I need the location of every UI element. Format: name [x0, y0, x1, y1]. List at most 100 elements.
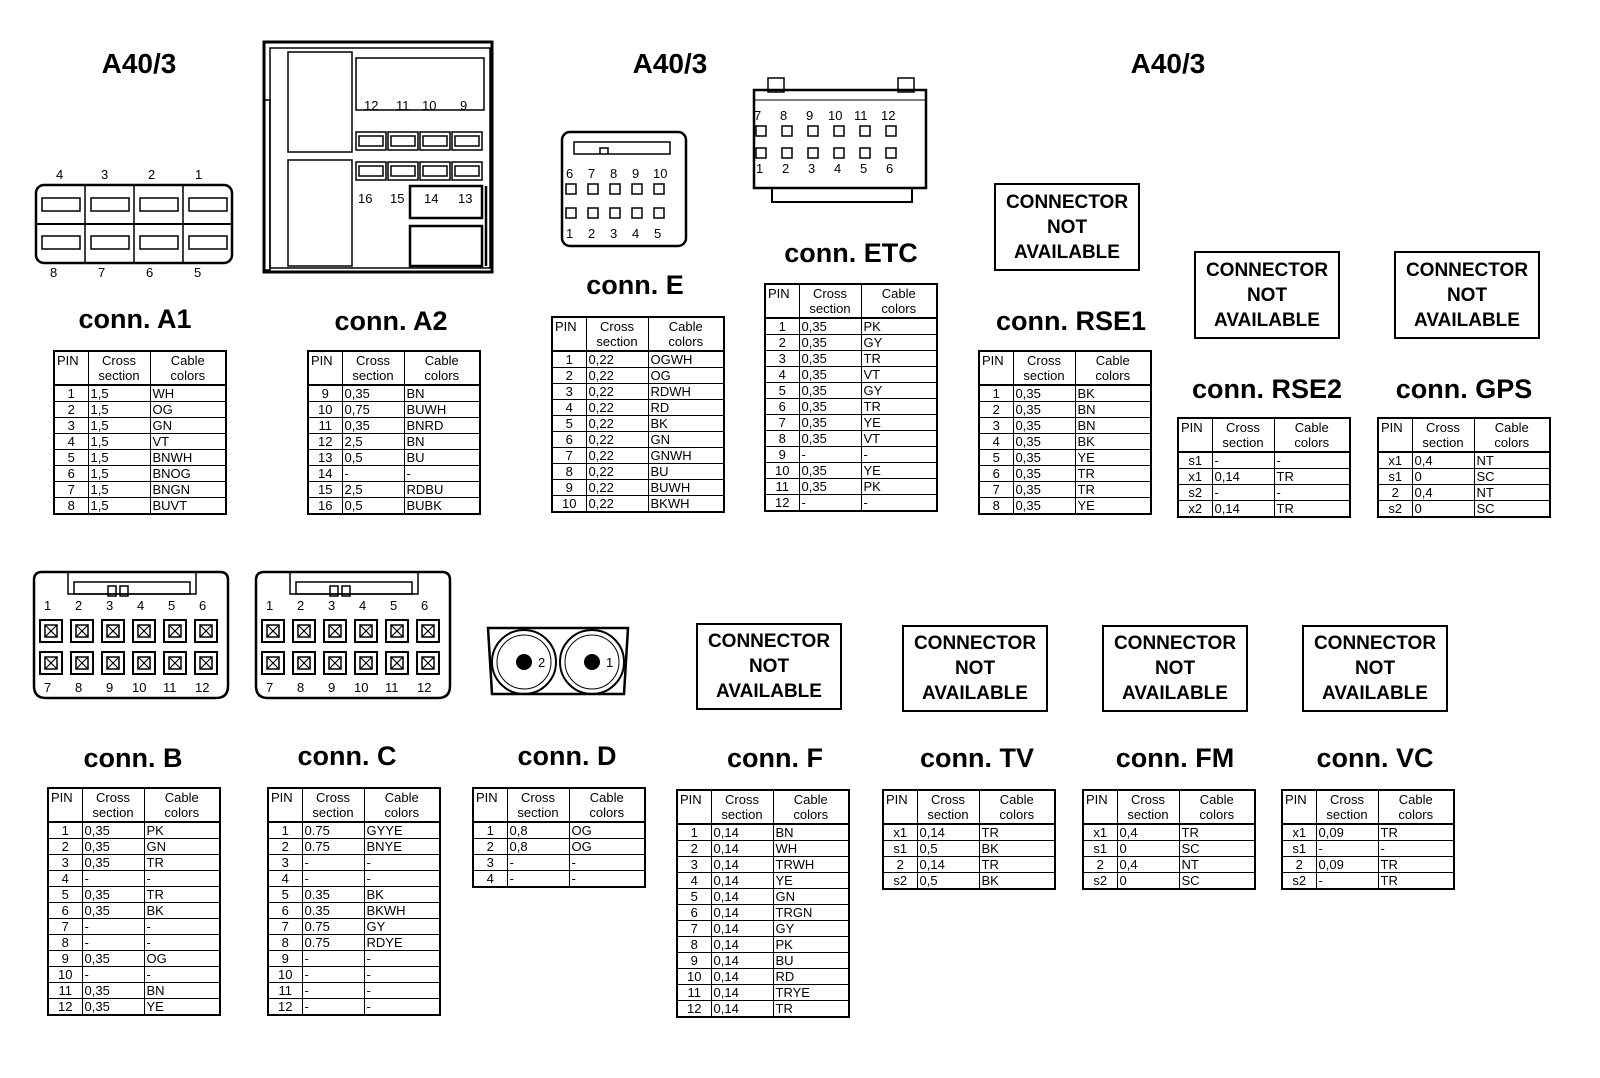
cross-section-cell: 0,35: [798, 462, 862, 479]
cable-color-cell: -: [363, 950, 441, 967]
cable-color-cell: OG: [647, 367, 725, 384]
cable-color-cell: GY: [363, 918, 441, 935]
header-a40-3-middle: A40/3: [632, 48, 708, 79]
header-cross1: Cross: [1330, 792, 1364, 807]
a1-pin-label: 4: [56, 167, 63, 182]
pin-socket-inner: [266, 656, 280, 670]
pin-socket-inner: [359, 624, 373, 638]
cable-color-cell: VT: [860, 366, 938, 383]
cable-color-cell: BUBK: [403, 497, 481, 515]
pin-socket-inner: [106, 624, 120, 638]
cross-section-cell: 1,5: [87, 465, 151, 482]
pin-socket-cross: [168, 624, 182, 638]
cable-color-cell: OG: [568, 838, 646, 855]
pin-socket: [416, 651, 440, 675]
header-pin: PIN: [764, 283, 800, 319]
na-line: AVAILABLE: [1014, 241, 1120, 263]
header-cable2: colors: [881, 301, 917, 316]
header-pin: PIN: [271, 790, 293, 805]
header-cable2: colors: [793, 807, 829, 822]
header-pin: PIN: [882, 789, 918, 825]
pin-cell: 2: [1281, 856, 1317, 873]
pin-socket-cross: [199, 656, 213, 670]
cross-section-cell: -: [506, 870, 570, 888]
title-conn-d: conn. D: [517, 741, 617, 771]
header-cable2: colors: [170, 368, 206, 383]
pin-socket: [132, 619, 156, 643]
cross-section-cell: 0,35: [798, 366, 862, 383]
cross-section-cell: -: [81, 918, 145, 935]
cross-section-cell: -: [341, 465, 405, 482]
cross-section-cell: 0,35: [798, 430, 862, 447]
cross-section-cell: 0.35: [301, 902, 365, 919]
a1-pin-label: 7: [98, 265, 105, 280]
cable-color-cell: GNWH: [647, 447, 725, 464]
pin-cell: 9: [307, 385, 343, 402]
pin-cell: s2: [882, 872, 918, 890]
cable-color-cell: NT: [1473, 452, 1551, 469]
cross-section-cell: 0,35: [1012, 449, 1076, 466]
title-conn-etc: conn. ETC: [784, 238, 918, 268]
header-cross2: section: [1222, 435, 1264, 450]
cross-section-cell: 2,5: [341, 481, 405, 498]
cable-color-cell: SC: [1178, 840, 1256, 857]
pin-cell: 8: [267, 934, 303, 951]
pin-cell: 5: [978, 449, 1014, 466]
header-cable1: Cable: [999, 792, 1034, 807]
pin-socket: [354, 619, 378, 643]
fm-not-available-box: CONNECTOR NOT AVAILABLE: [1102, 625, 1248, 712]
header-pin: PIN: [1086, 792, 1108, 807]
pin-cell: 14: [307, 465, 343, 482]
cable-color-cell: BU: [403, 449, 481, 466]
b-pin-label: 11: [163, 680, 177, 695]
header-cross1: Cross: [725, 792, 759, 807]
cross-section-cell: 0,4: [1411, 484, 1475, 501]
pin-socket-inner: [266, 624, 280, 638]
cross-section-cell: 0,14: [710, 952, 774, 969]
header-pin: PIN: [267, 787, 303, 823]
cable-color-cell: GN: [647, 431, 725, 448]
header-pin: PIN: [1181, 420, 1203, 435]
cross-section-cell: -: [798, 494, 862, 512]
pin-cell: 1: [47, 822, 83, 839]
pin-cell: 5: [764, 382, 800, 399]
pin-cell: 11: [267, 982, 303, 999]
pin-cell: 5: [267, 886, 303, 903]
title-conn-c: conn. C: [297, 741, 397, 771]
pin-cell: 1: [472, 822, 508, 839]
cable-color-cell: BU: [647, 463, 725, 480]
cable-color-cell: YE: [860, 462, 938, 479]
pin-socket-cross: [44, 656, 58, 670]
pin-socket-inner: [137, 656, 151, 670]
title-conn-vc: conn. VC: [1316, 743, 1434, 773]
cross-section-cell: 0,22: [585, 367, 649, 384]
pin-socket: [163, 619, 187, 643]
pin-socket-cross: [137, 656, 151, 670]
cross-section-cell: 0,14: [710, 984, 774, 1001]
pin-cell: 12: [307, 433, 343, 450]
cross-section-cell: 0,14: [916, 856, 980, 873]
header-cross2: section: [92, 805, 134, 820]
cross-section-cell: 0,14: [710, 872, 774, 889]
etc-pin-label: 12: [881, 108, 895, 123]
